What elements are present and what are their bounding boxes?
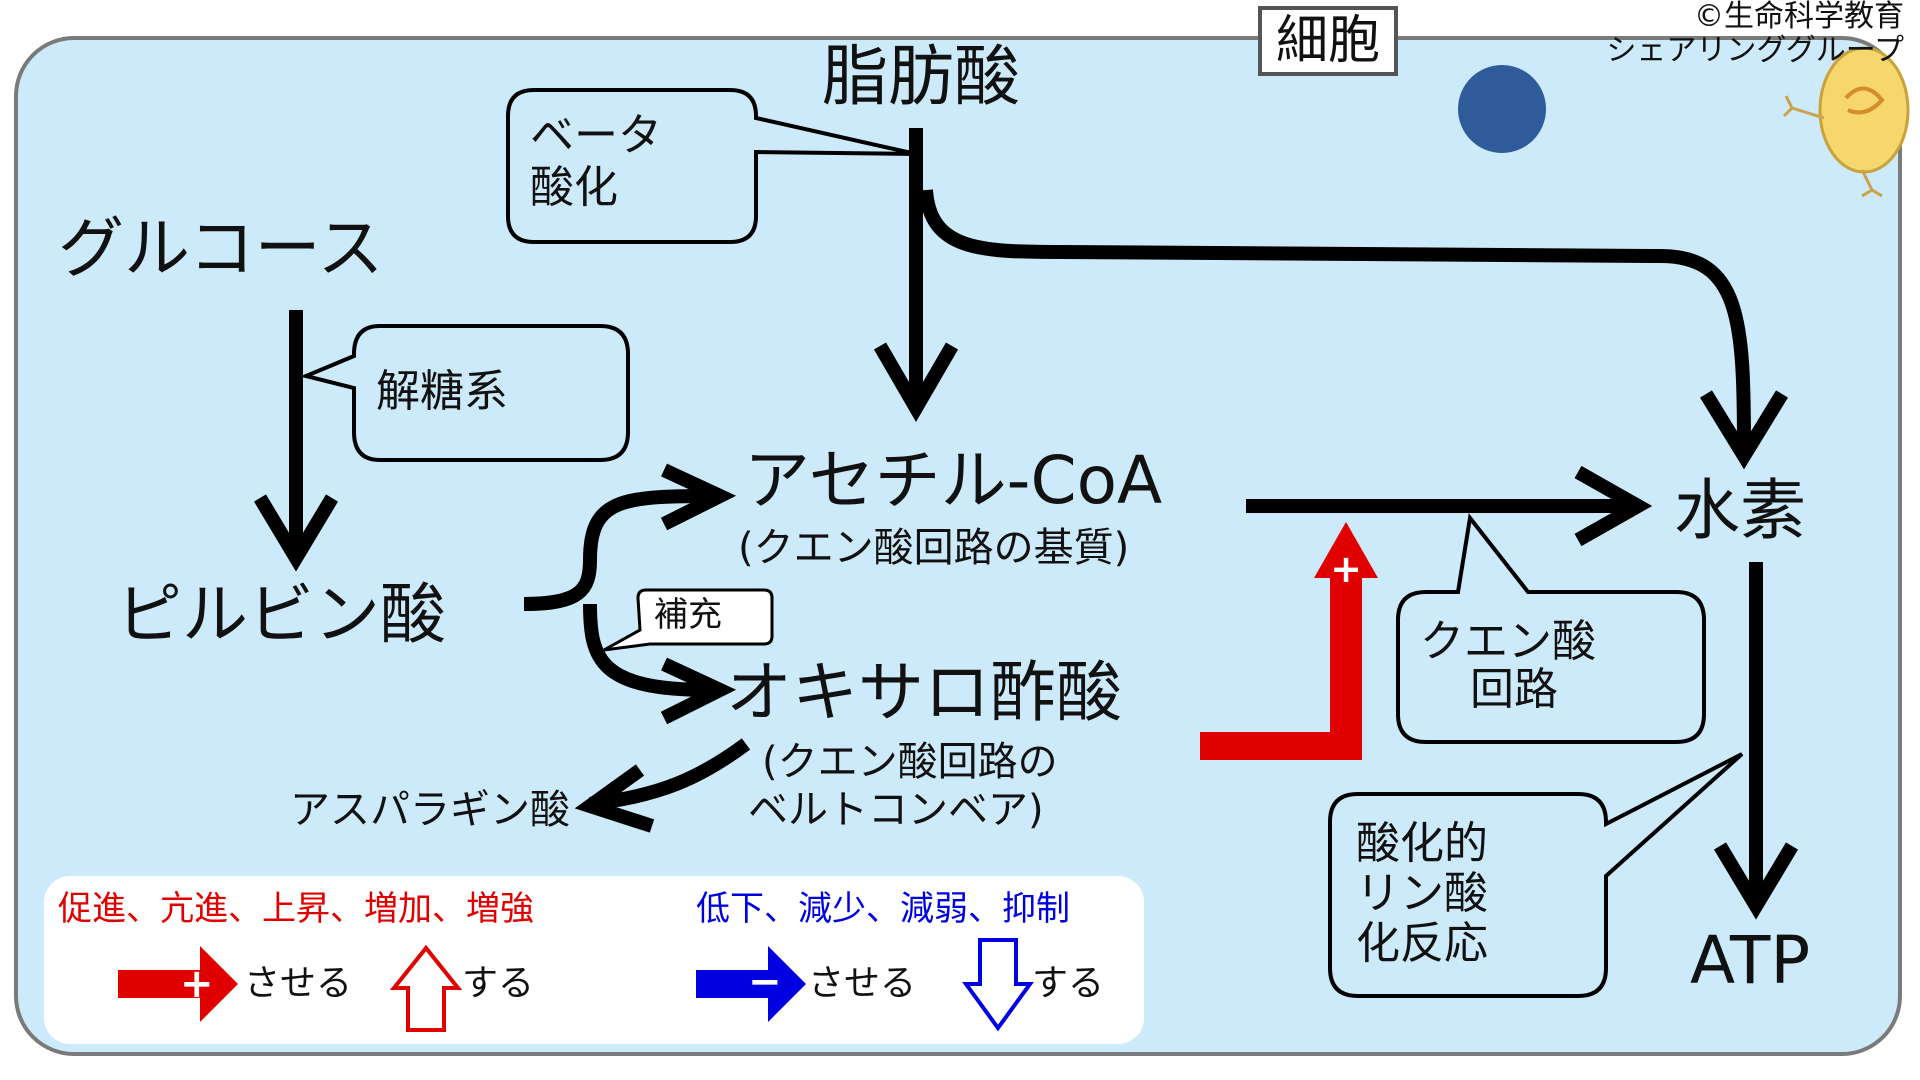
callout-anaplerosis-text: 補充 <box>654 595 722 635</box>
arrowhead-hydrogen-left <box>1574 465 1653 547</box>
arrowhead-oxaloacetate <box>660 657 737 725</box>
callout-anaplerosis <box>603 588 774 652</box>
callout-oxphos-line1: 酸化的 <box>1356 818 1488 869</box>
arrowhead-aspartate <box>574 764 655 833</box>
callout-citric-cycle <box>1396 513 1706 744</box>
node-fatty-acid: 脂肪酸 <box>822 38 1020 115</box>
callout-glycolysis-text: 解糖系 <box>376 366 508 417</box>
node-oxaloacetate: オキサロ酢酸 <box>726 654 1122 731</box>
callout-oxphos-line3: 化反応 <box>1356 918 1488 969</box>
node-aspartate: アスパラギン酸 <box>290 787 570 833</box>
arrow-oxaloacetate-to-aspartate <box>589 738 751 811</box>
promote-arrow-shape <box>1200 522 1378 760</box>
callout-citric-line2: 回路 <box>1470 664 1558 715</box>
callout-oxphos <box>1328 752 1744 998</box>
copyright-line1: ©生命科学教育 <box>1694 0 1904 34</box>
arrowhead-acetyl-coa <box>873 342 959 422</box>
legend-minus-sign: − <box>748 959 782 1005</box>
legend-promote-label: させる <box>244 963 353 1004</box>
callout-beta-line1: ベータ <box>530 110 662 161</box>
legend-decrease-arrow-icon <box>962 938 1034 1032</box>
legend-promote-arrow-icon <box>118 946 238 1022</box>
legend-increase-arrow-icon <box>389 944 463 1032</box>
arrow-pyruvate-to-oxaloacetate <box>583 603 711 697</box>
callout-oxphos-line2: リン酸 <box>1356 868 1488 919</box>
callout-glycolysis <box>299 324 630 462</box>
callout-beta-oxidation <box>506 88 917 244</box>
arrowhead-hydrogen-top <box>1700 390 1788 470</box>
promote-plus: + <box>1330 547 1362 591</box>
chick-mascot-icon <box>1782 46 1910 198</box>
page-title: 細胞 <box>1258 6 1398 76</box>
arrowhead-pyruvate <box>253 494 339 572</box>
node-hydrogen: 水素 <box>1674 472 1806 549</box>
legend-suppress-arrow-icon <box>696 946 806 1022</box>
legend-decrease-label: する <box>1032 963 1105 1004</box>
callout-beta-line2: 酸化 <box>530 162 618 213</box>
legend-arrows <box>118 938 1034 1032</box>
copyright-line2: シェアリンググループ <box>1606 33 1904 68</box>
arrow-pyruvate-to-acetyl-coa <box>523 489 711 611</box>
arrowhead-acetyl-coa-left <box>660 463 737 531</box>
legend-increase-label: する <box>462 963 535 1004</box>
node-pyruvate: ピルビン酸 <box>116 576 446 653</box>
node-acetyl-coa: アセチル-CoA <box>744 442 1163 519</box>
decorative-dot <box>1458 65 1546 153</box>
legend-panel: 促進、亢進、上昇、増加、増強 低下、減少、減弱、抑制 + − させる する させ… <box>44 876 1144 1044</box>
node-acetyl-coa-note: (クエン酸回路の基質) <box>738 525 1130 571</box>
copyright-note: ©生命科学教育 シェアリンググループ <box>1606 0 1904 68</box>
node-oxaloacetate-note-2: ベルトコンベア) <box>748 787 1044 833</box>
node-atp: ATP <box>1690 922 1811 999</box>
legend-suppress-label: させる <box>808 963 917 1004</box>
callout-citric-line1: クエン酸 <box>1420 616 1596 667</box>
arrow-fatty-acid-to-hydrogen <box>919 189 1751 449</box>
arrowhead-atp <box>1713 842 1799 920</box>
node-glucose: グルコース <box>58 210 384 287</box>
node-oxaloacetate-note-1: (クエン酸回路の <box>762 739 1058 785</box>
legend-positive-terms: 促進、亢進、上昇、増加、増強 <box>58 889 534 929</box>
legend-plus-sign: + <box>180 961 214 1007</box>
legend-negative-terms: 低下、減少、減弱、抑制 <box>696 889 1070 929</box>
